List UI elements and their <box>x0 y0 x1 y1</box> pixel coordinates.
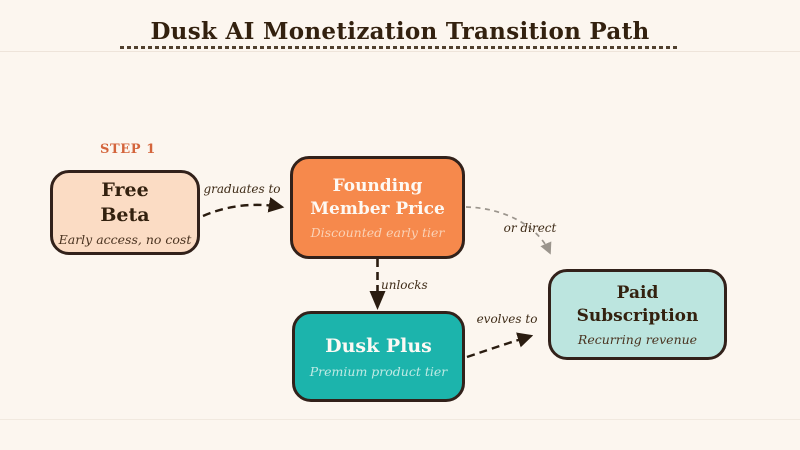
node-paid-subtitle: Recurring revenue <box>577 331 698 347</box>
node-dusk-plus-subtitle: Premium product tier <box>309 363 448 379</box>
edge-label-or-direct: or direct <box>503 221 557 235</box>
edge-evolves-to <box>466 332 534 359</box>
node-free-beta-subtitle: Early access, no cost <box>58 232 192 248</box>
background-divider-top <box>0 51 800 52</box>
node-founding-subtitle: Discounted early tier <box>310 224 445 240</box>
background-divider-bottom <box>0 419 800 420</box>
diagram-title: Dusk AI Monetization Transition Path <box>150 18 650 45</box>
node-paid-subscription: Paid Subscription Recurring revenue <box>548 269 727 360</box>
node-free-beta-title: Free Beta <box>100 178 150 226</box>
edge-graduates-to <box>202 197 285 218</box>
node-paid-title: Paid Subscription <box>576 283 699 326</box>
edge-label-evolves-to: evolves to <box>476 312 538 326</box>
node-dusk-plus: Dusk Plus Premium product tier <box>292 311 465 402</box>
edge-unlocks-arrowhead <box>369 291 386 310</box>
title-dashed-underline <box>120 46 680 49</box>
node-free-beta: Free Beta Early access, no cost <box>50 170 200 255</box>
node-dusk-plus-title: Dusk Plus <box>325 335 432 358</box>
node-founding-title: Founding Member Price <box>310 176 445 219</box>
edge-label-unlocks: unlocks <box>381 278 428 292</box>
step-1-label: STEP 1 <box>100 142 156 157</box>
node-founding-member-price: Founding Member Price Discounted early t… <box>290 156 465 259</box>
edge-label-graduates-to: graduates to <box>203 182 281 196</box>
